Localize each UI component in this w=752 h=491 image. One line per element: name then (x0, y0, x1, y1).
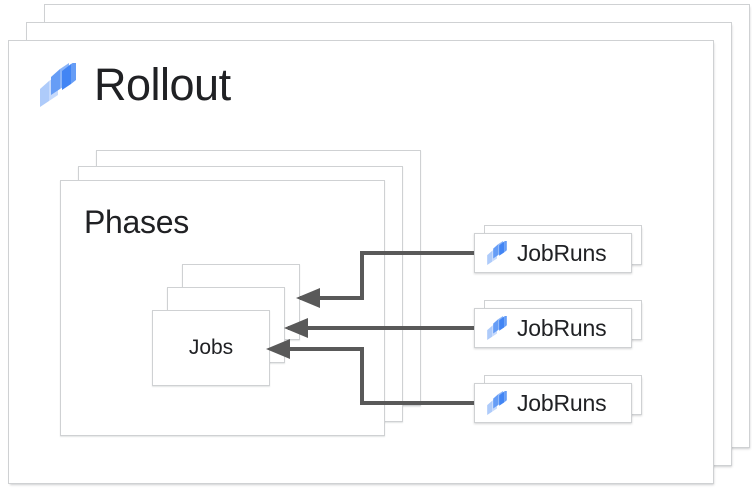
jobs-label: Jobs (188, 336, 234, 359)
jobruns-label: JobRuns (517, 239, 607, 266)
rollout-title: Rollout (94, 59, 231, 110)
jobruns-label: JobRuns (517, 314, 607, 341)
jobruns-card-0[interactable]: JobRuns (474, 233, 632, 273)
jobruns-label: JobRuns (517, 389, 607, 416)
jobruns-card-1[interactable]: JobRuns (474, 308, 632, 348)
rollout-logo-icon (486, 241, 508, 265)
arrowhead-2 (266, 339, 290, 359)
phases-title: Phases (84, 204, 189, 240)
jobs-card-front (152, 310, 270, 386)
arrowhead-1 (284, 318, 308, 338)
rollout-logo-icon (486, 316, 508, 340)
rollout-logo-icon (38, 62, 78, 107)
jobruns-card-2[interactable]: JobRuns (474, 383, 632, 423)
rollout-logo-icon (486, 391, 508, 415)
connector-path-0 (300, 251, 474, 300)
rollout-header: Rollout (38, 62, 231, 107)
connector-path-2 (280, 347, 474, 405)
arrowhead-0 (296, 288, 320, 308)
